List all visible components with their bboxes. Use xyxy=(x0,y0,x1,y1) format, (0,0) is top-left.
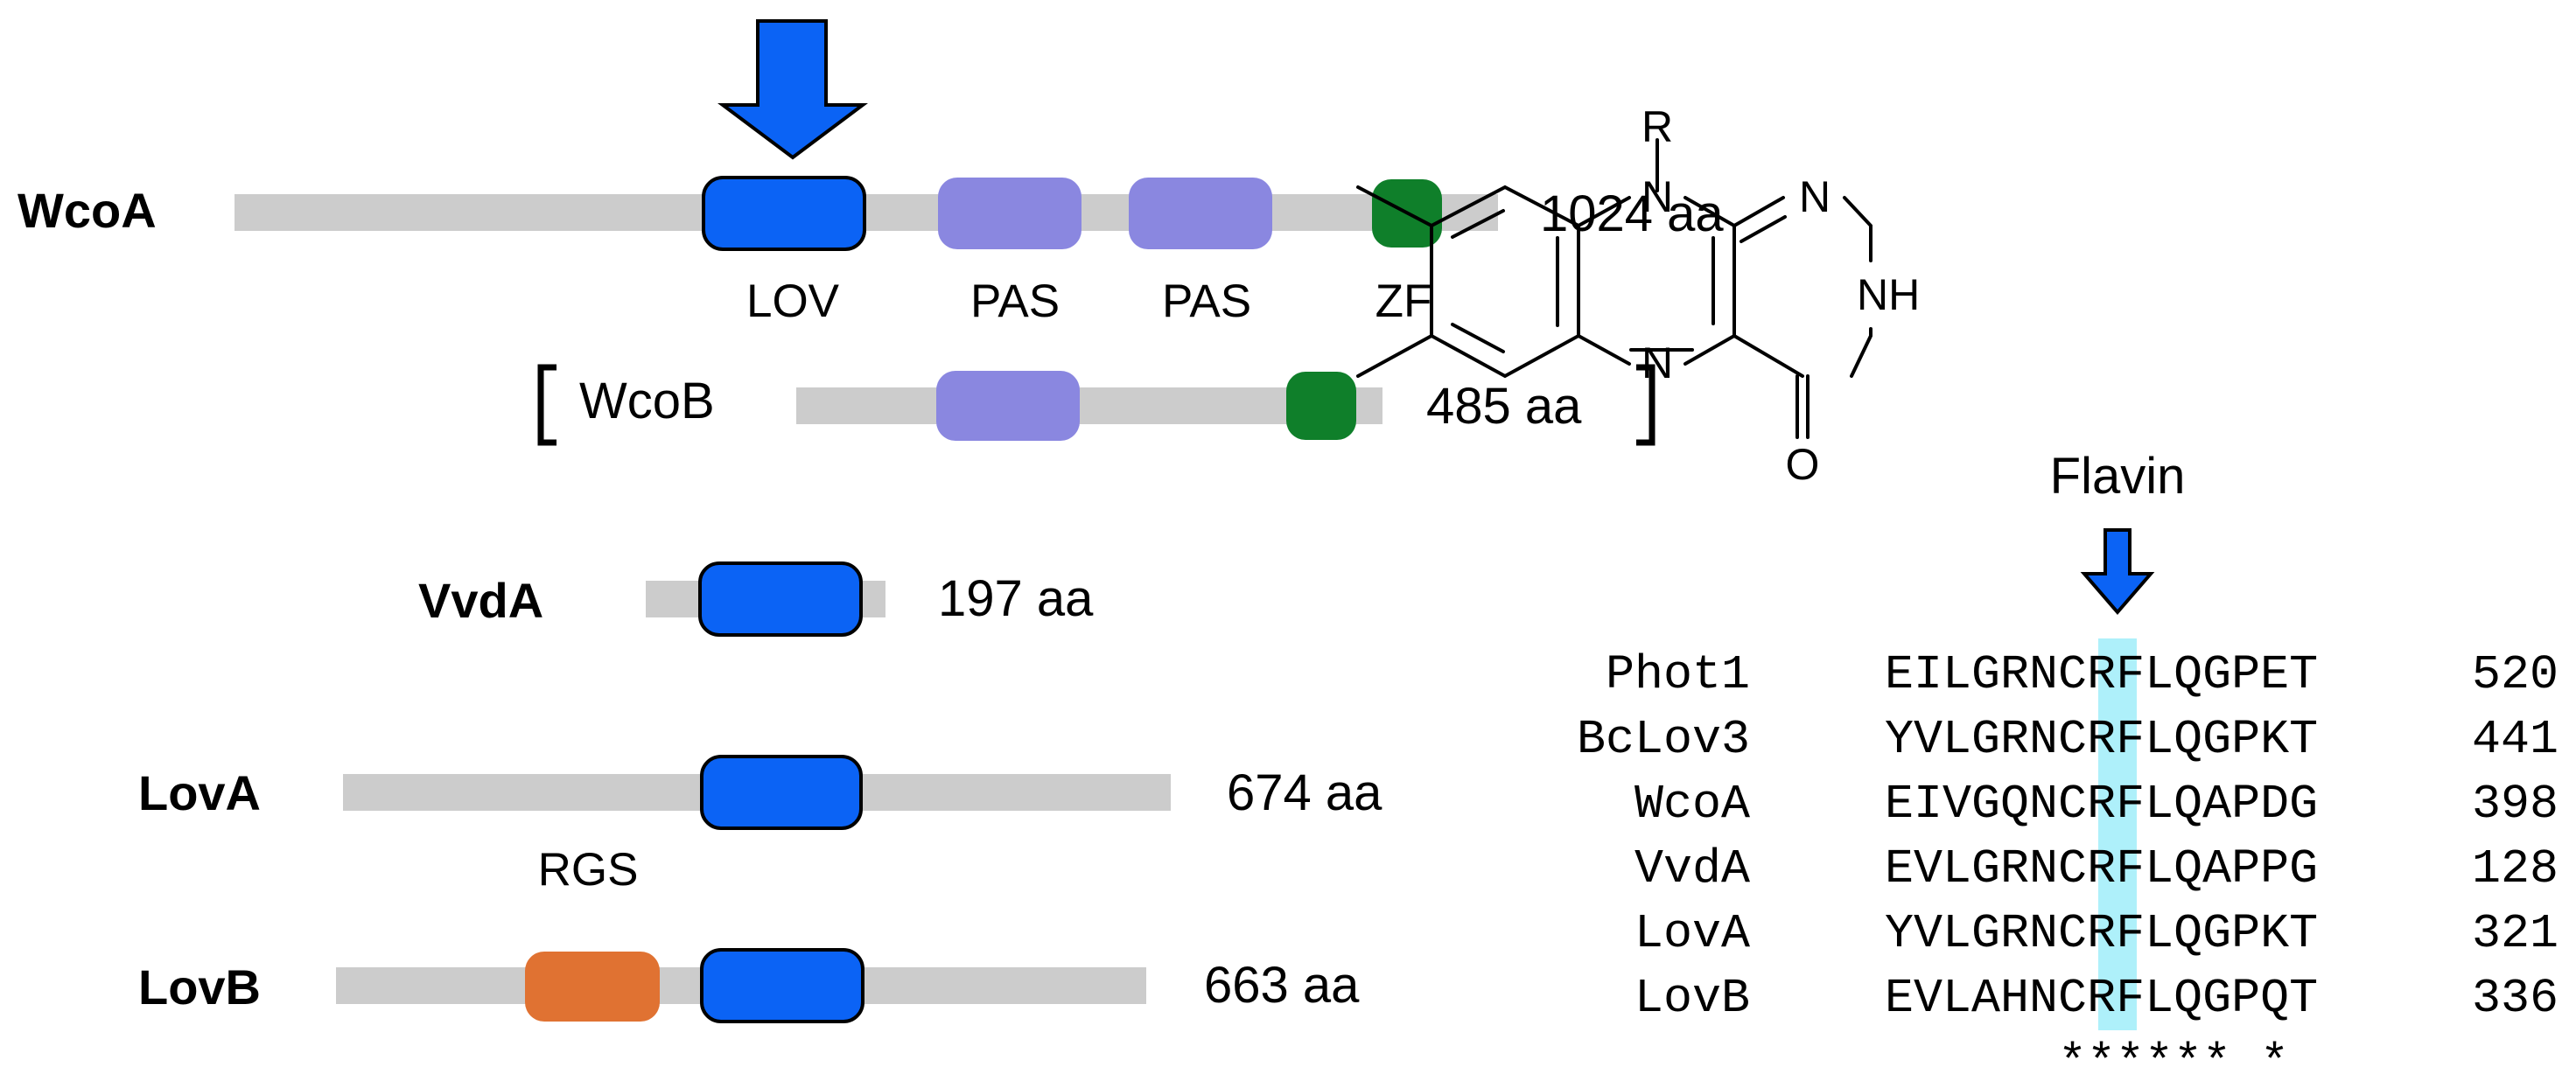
flavin-atom-r: R xyxy=(1642,102,1673,151)
flavin-atom-n10: N xyxy=(1642,172,1673,221)
alignment-row-name: BcLov3 xyxy=(1577,712,1750,767)
domain-lov-lovb xyxy=(700,948,864,1023)
protein-length-lova: 674 aa xyxy=(1227,764,1382,821)
seq-pre: YVLGRN xyxy=(1885,906,2058,961)
alignment-row-pos: 128 xyxy=(2472,841,2558,896)
alignment-row: WcoA EIVGQNCRFLQAPDG 398 xyxy=(1634,777,2558,832)
protein-length-vvda: 197 aa xyxy=(938,570,1094,627)
seq-pre: YVLGRN xyxy=(1885,712,2058,767)
protein-wcoa: WcoA 1024 aa LOV PAS PAS ZF xyxy=(18,176,1724,327)
seq-post: RFLQGPQT xyxy=(2087,971,2318,1026)
alignment-row-name: LovB xyxy=(1634,971,1750,1026)
flavin-atom-n1: N xyxy=(1799,172,1830,221)
conserved-cysteine-highlight xyxy=(2098,638,2137,1030)
domain-rgs-lovb xyxy=(525,952,660,1022)
alignment-row-name: WcoA xyxy=(1634,777,1750,832)
protein-wcob: WcoB 485 aa xyxy=(537,364,1656,446)
domain-label-zf: ZF xyxy=(1376,275,1432,327)
domain-lov-wcoa xyxy=(702,176,866,251)
flavin-methyl-2 xyxy=(1356,334,1433,378)
alignment-row: Phot1 EILGRNCRFLQGPET 520 xyxy=(1606,647,2558,702)
alignment-row: LovA YVLGRNCRFLQGPKT 321 xyxy=(1634,906,2558,961)
flavin-atom-o4: O xyxy=(1786,440,1820,489)
seq-cys: C xyxy=(2058,777,2087,832)
alignment-row-seq: EVLAHNCRFLQGPQT xyxy=(1885,971,2318,1026)
seq-cys: C xyxy=(2058,841,2087,896)
flavin-benzene-inner-bonds xyxy=(1451,209,1559,353)
protein-lova: LovA 674 aa RGS xyxy=(138,755,1382,896)
domain-pas1-wcoa xyxy=(938,178,1082,249)
alignment-row-seq: EVLGRNCRFLQAPPG xyxy=(1885,841,2318,896)
domain-pas-wcob xyxy=(936,371,1080,441)
protein-name-wcob: WcoB xyxy=(579,373,715,429)
seq-cys: C xyxy=(2058,971,2087,1026)
domain-label-pas1: PAS xyxy=(970,275,1060,327)
right-bracket xyxy=(1636,364,1656,446)
protein-name-lova: LovA xyxy=(138,765,261,820)
alignment-row-name: VvdA xyxy=(1634,841,1750,896)
sequence-alignment: Phot1 EILGRNCRFLQGPET 520 BcLov3 YVLGRNC… xyxy=(1577,647,2558,1088)
seq-pre: EVLGRN xyxy=(1885,841,2058,896)
protein-length-lovb: 663 aa xyxy=(1204,957,1360,1014)
conservation-line: ****** * xyxy=(2058,1036,2289,1088)
alignment-row-name: LovA xyxy=(1634,906,1750,961)
seq-cys: C xyxy=(2058,906,2087,961)
seq-post: RFLQAPPG xyxy=(2087,841,2318,896)
protein-name-vvda: VvdA xyxy=(418,573,543,628)
alignment-row-name: Phot1 xyxy=(1606,647,1750,702)
alignment-row-pos: 441 xyxy=(2472,712,2558,767)
alignment-row-seq: EILGRNCRFLQGPET xyxy=(1885,647,2318,702)
protein-length-wcob: 485 aa xyxy=(1426,378,1582,435)
domain-zf-wcob xyxy=(1286,372,1356,440)
protein-name-wcoa: WcoA xyxy=(18,183,157,238)
seq-post: RFLQGPKT xyxy=(2087,906,2318,961)
domain-label-lov: LOV xyxy=(746,275,840,327)
left-bracket xyxy=(537,364,556,446)
flavin-right-ring xyxy=(1732,196,1872,378)
flavin-structure xyxy=(1356,138,1872,439)
protein-lovb: LovB 663 aa xyxy=(138,948,1360,1023)
cysteine-pointer-arrow-icon xyxy=(2080,528,2155,616)
flavin-right-double-bond xyxy=(1740,215,1787,243)
flavin-middle-ring xyxy=(1577,196,1736,366)
domain-label-pas2: PAS xyxy=(1162,275,1251,327)
protein-vvda: VvdA 197 aa xyxy=(418,561,1094,637)
domain-label-rgs: RGS xyxy=(538,844,639,896)
lov-pointer-arrow-icon xyxy=(718,19,868,160)
domain-pas2-wcoa xyxy=(1129,178,1272,249)
seq-pre: EVLAHN xyxy=(1885,971,2058,1026)
alignment-row-seq: EIVGQNCRFLQAPDG xyxy=(1885,777,2318,832)
alignment-row-seq: YVLGRNCRFLQGPKT xyxy=(1885,906,2318,961)
alignment-row-seq: YVLGRNCRFLQGPKT xyxy=(1885,712,2318,767)
flavin-methyl-1 xyxy=(1356,185,1433,227)
seq-pre: EILGRN xyxy=(1885,647,2058,702)
flavin-carbonyl-bond xyxy=(1796,374,1810,439)
flavin-atom-n5: N xyxy=(1642,338,1673,387)
backbone-wcob xyxy=(796,387,1382,424)
flavin-atom-n3: NH xyxy=(1857,270,1920,319)
seq-post: RFLQGPKT xyxy=(2087,712,2318,767)
seq-cys: C xyxy=(2058,712,2087,767)
alignment-row: LovB EVLAHNCRFLQGPQT 336 xyxy=(1634,971,2558,1026)
flavin-label: Flavin xyxy=(2050,448,2186,505)
seq-pre: EIVGQN xyxy=(1885,777,2058,832)
protein-length-wcoa: 1024 aa xyxy=(1540,185,1724,242)
domain-lov-lova xyxy=(700,755,863,830)
seq-post: RFLQAPDG xyxy=(2087,777,2318,832)
seq-cys: C xyxy=(2058,647,2087,702)
alignment-row-pos: 336 xyxy=(2472,971,2558,1026)
protein-name-lovb: LovB xyxy=(138,959,261,1015)
domain-lov-vvda xyxy=(698,561,863,637)
flavin-atom-labels: R N N NH N O Flavin xyxy=(1642,102,2185,505)
alignment-row-pos: 520 xyxy=(2472,647,2558,702)
seq-post: RFLQGPET xyxy=(2087,647,2318,702)
alignment-row: BcLov3 YVLGRNCRFLQGPKT 441 xyxy=(1577,712,2558,767)
alignment-row-pos: 321 xyxy=(2472,906,2558,961)
alignment-row-pos: 398 xyxy=(2472,777,2558,832)
alignment-row: VvdA EVLGRNCRFLQAPPG 128 xyxy=(1634,841,2558,896)
